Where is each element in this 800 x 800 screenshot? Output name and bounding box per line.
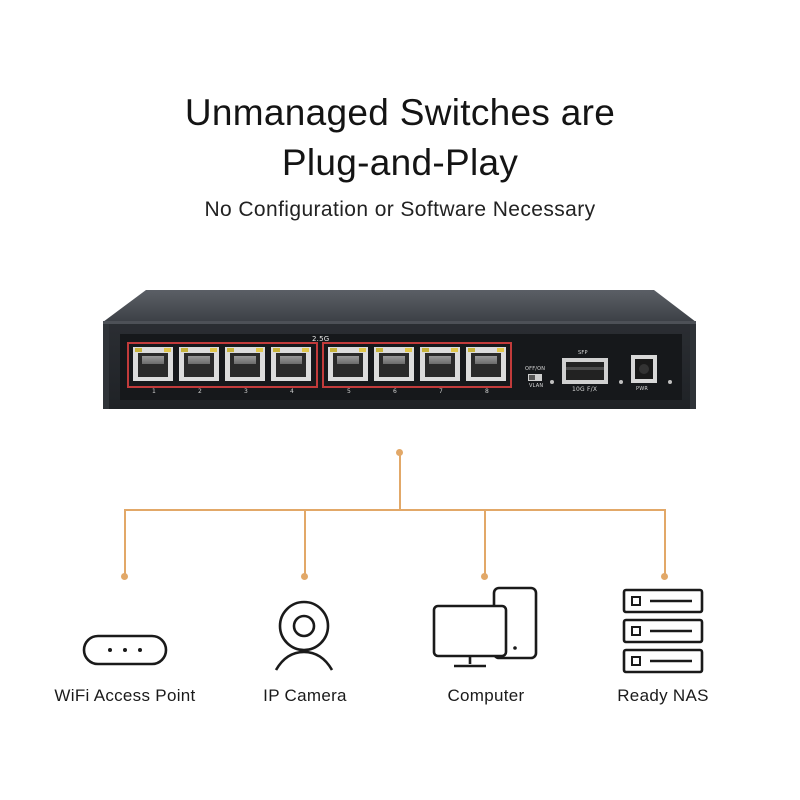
headline-line-1: Unmanaged Switches are bbox=[184, 92, 616, 133]
vlan-switch-label: OFF/ON bbox=[525, 366, 546, 372]
port-number: 8 bbox=[485, 388, 489, 395]
device-label-wifi-access-point: WiFi Access Point bbox=[54, 686, 196, 705]
port-number: 7 bbox=[439, 388, 443, 395]
port-number: 2 bbox=[198, 388, 202, 395]
sfp-label: SFP bbox=[578, 350, 588, 356]
ethernet-ports-5-8 bbox=[328, 347, 506, 381]
power-jack bbox=[631, 355, 657, 383]
sfp-speed-label: 10G F/X bbox=[572, 386, 598, 393]
vlan-label: VLAN bbox=[529, 383, 544, 389]
device-label-ready-nas: Ready NAS bbox=[617, 686, 709, 705]
branch-dot bbox=[661, 573, 668, 580]
headline-line-2: Plug-and-Play bbox=[281, 142, 519, 183]
port-number: 4 bbox=[290, 388, 294, 395]
port-number: 5 bbox=[347, 388, 351, 395]
branch-line bbox=[484, 509, 486, 575]
power-label: PWR bbox=[636, 386, 649, 392]
branch-line bbox=[664, 509, 666, 575]
branch-dot bbox=[121, 573, 128, 580]
trunk-line bbox=[399, 452, 401, 510]
subtitle: No Configuration or Software Necessary bbox=[204, 198, 596, 221]
port-group-1-highlight bbox=[127, 342, 318, 388]
computer-icon bbox=[432, 586, 538, 668]
nas-server-icon bbox=[622, 588, 704, 674]
branch-line bbox=[304, 509, 306, 575]
device-label-computer: Computer bbox=[447, 686, 525, 705]
branch-dot bbox=[481, 573, 488, 580]
speed-label: 2.5G bbox=[312, 335, 330, 343]
port-number: 6 bbox=[393, 388, 397, 395]
ip-camera-icon bbox=[274, 600, 334, 671]
ethernet-ports-1-4 bbox=[133, 347, 311, 381]
switch-front-face bbox=[103, 321, 696, 409]
port-number: 1 bbox=[152, 388, 156, 395]
sfp-port bbox=[562, 358, 608, 384]
vlan-switch bbox=[528, 374, 542, 381]
switch-top-surface bbox=[103, 290, 696, 322]
branch-dot bbox=[301, 573, 308, 580]
headline: Unmanaged Switches are Plug-and-Play bbox=[0, 88, 800, 188]
port-number: 3 bbox=[244, 388, 248, 395]
trunk-dot bbox=[396, 449, 403, 456]
branch-line bbox=[124, 509, 126, 575]
bus-line bbox=[124, 509, 666, 511]
port-group-2-highlight bbox=[322, 342, 512, 388]
device-label-ip-camera: IP Camera bbox=[263, 686, 347, 705]
wifi-access-point-icon bbox=[82, 634, 168, 666]
